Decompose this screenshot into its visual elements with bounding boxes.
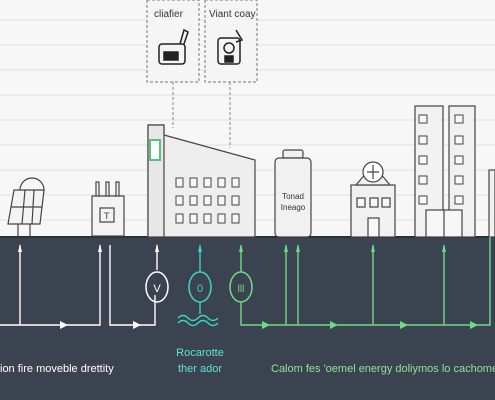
flow-arrows (18, 244, 478, 329)
shop-building (350, 161, 396, 238)
distant-pole (488, 169, 495, 238)
solar-panel-icon (7, 177, 45, 237)
storage-label-line1: Tonad (282, 192, 304, 201)
wave-pattern (177, 314, 219, 327)
svg-text:T: T (103, 212, 110, 222)
caption-left: ion fire moveble drettity (0, 363, 114, 375)
meter-white-symbol: V (153, 283, 161, 295)
meter-green: lll (229, 271, 253, 303)
power-plant-building (147, 124, 256, 238)
meter-teal-symbol: 0 (197, 283, 203, 295)
transformer-icon: T (91, 181, 125, 237)
meter-white: V (145, 271, 169, 303)
caption-right: Calom fes 'oemel energy doliymos lo cach… (271, 363, 495, 375)
office-tower-right (425, 105, 476, 238)
inset-box-2 (204, 0, 258, 83)
inset-box-2-label: Viant coay (209, 9, 256, 20)
caption-mid-line1: Rocarotte (176, 347, 224, 359)
appliance-icon (217, 29, 244, 65)
ground-band (0, 237, 495, 400)
inset-box-1-label: cliafier (154, 9, 183, 20)
meter-teal: 0 (188, 271, 212, 303)
caption-mid-line2: ther ador (177, 363, 223, 375)
cooker-icon (158, 28, 189, 65)
storage-label-line2: Ineago (280, 203, 306, 212)
storage-tank (274, 149, 312, 238)
meter-green-symbol: lll (238, 284, 245, 295)
